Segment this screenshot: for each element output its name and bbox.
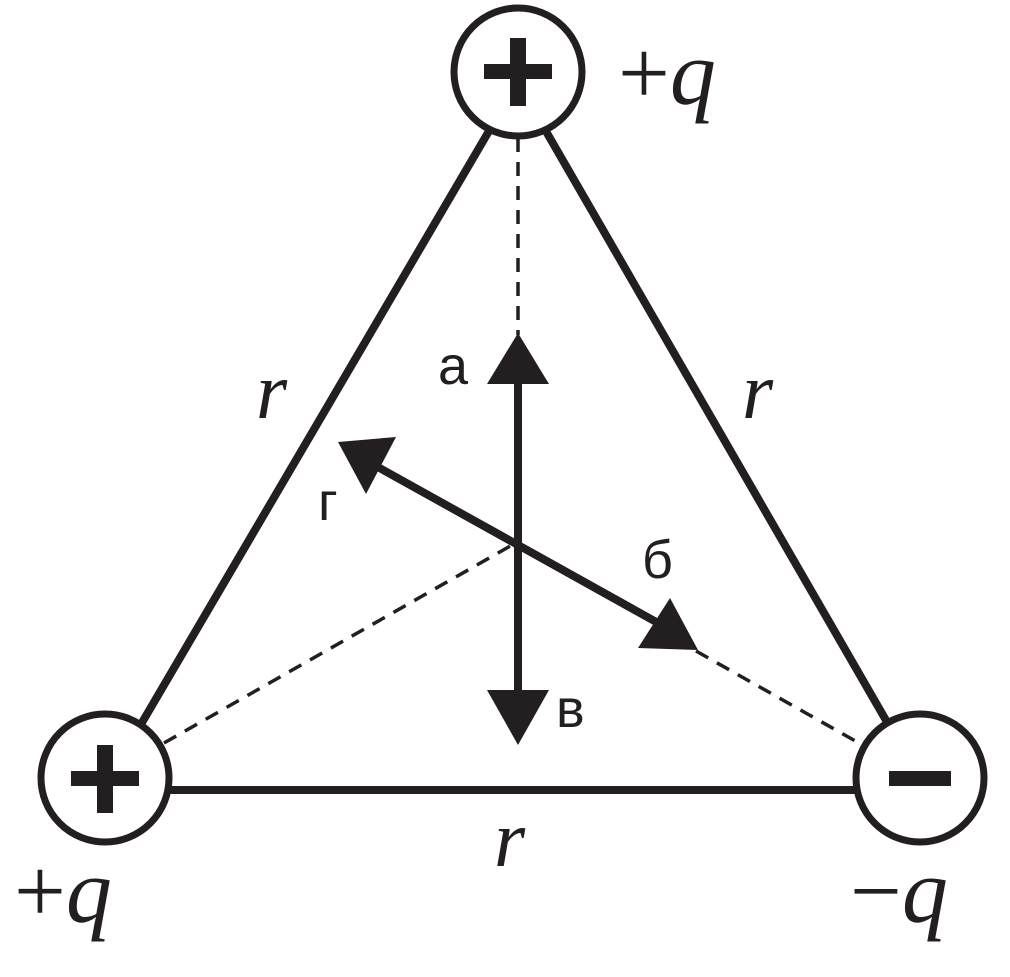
vector-label-b: б bbox=[642, 530, 673, 590]
charge-sign: − bbox=[850, 840, 902, 942]
side-label-bottom: r bbox=[494, 796, 526, 884]
charge-sign: + bbox=[618, 22, 670, 124]
vector-label-v: в bbox=[556, 679, 585, 739]
median-left bbox=[163, 543, 513, 745]
vector-a-arrow bbox=[487, 333, 549, 545]
charge-top bbox=[450, 4, 586, 140]
charge-value: q bbox=[670, 22, 716, 124]
charge-label-top: +q bbox=[618, 22, 716, 124]
side-label-left: r bbox=[256, 348, 288, 436]
charge-value: q bbox=[902, 840, 948, 942]
charge-label-bottom-right: −q bbox=[850, 840, 948, 942]
vector-b-arrow bbox=[516, 541, 698, 650]
minus-sign-icon bbox=[889, 771, 951, 786]
vector-v-arrow bbox=[487, 545, 549, 745]
median-right bbox=[695, 649, 867, 749]
charge-bottom-left bbox=[37, 710, 173, 846]
vector-label-a: а bbox=[438, 336, 469, 396]
vector-g-arrow bbox=[338, 437, 520, 549]
side-left bbox=[136, 127, 493, 730]
vector-label-g: г bbox=[318, 472, 338, 532]
charge-bottom-right bbox=[852, 710, 988, 846]
side-label-right: r bbox=[742, 348, 774, 436]
charge-sign: + bbox=[14, 840, 66, 942]
charge-value: q bbox=[66, 840, 112, 942]
charge-label-bottom-left: +q bbox=[14, 840, 112, 942]
side-right bbox=[543, 129, 891, 726]
